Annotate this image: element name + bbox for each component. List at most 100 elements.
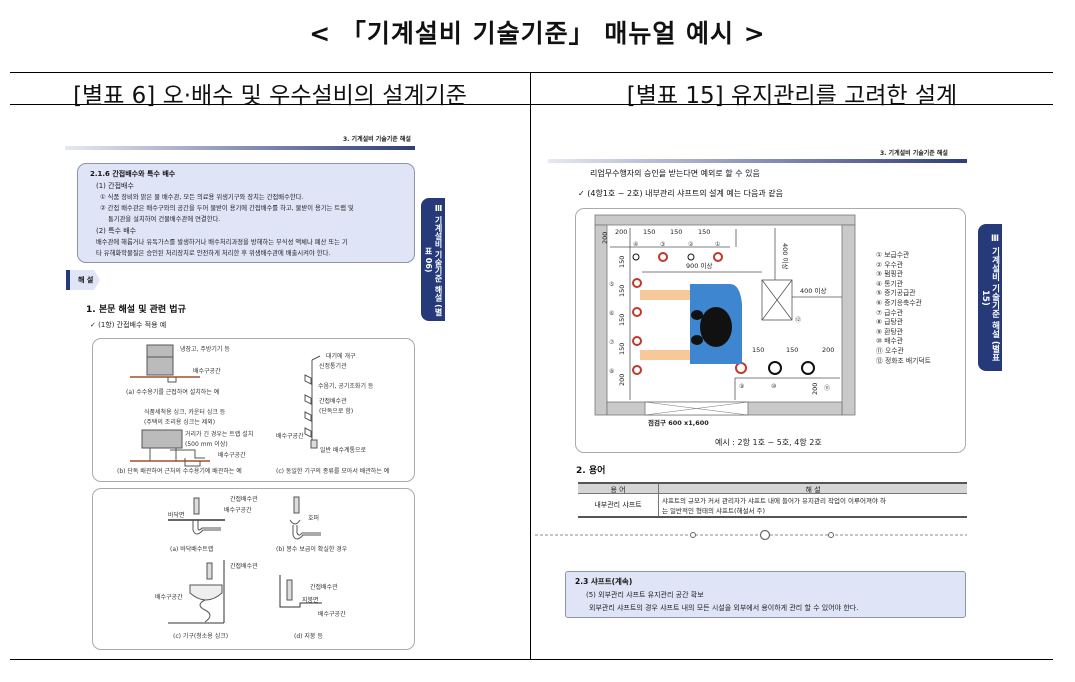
standard-box: 2.1.6 간접배수와 특수 배수 (1) 간접배수 ① 식품 장비와 맑은 물… xyxy=(77,163,415,263)
side-tab: Ⅲ 기계설비 기술기준 해설 (별표 15) xyxy=(978,224,1002,371)
column-header-right: [별표 15] 유지관리를 고려한 설계 xyxy=(626,83,958,109)
legend-item: ⑨ 환탕관 xyxy=(876,327,904,336)
terms-table: 용 어 해 설 내부관리 샤프트 샤프트의 규모가 커서 관리자가 샤프트 내에… xyxy=(578,482,967,518)
dim-label: 150 xyxy=(752,346,764,354)
legend-item: ④ 통기관 xyxy=(876,279,904,288)
fig-label: 호퍼 xyxy=(308,515,320,522)
dim-label: 150 xyxy=(618,256,626,268)
fig-label: 배수구공간 xyxy=(193,368,221,375)
fig-label: 간접배수관 xyxy=(319,398,347,405)
dim-label: 150 xyxy=(618,314,626,326)
fig-label: 배수구공간 xyxy=(318,611,346,618)
table-cell-desc: 샤프트의 규모가 커서 관리자가 샤프트 내에 들어가 유지관리 작업이 이루어… xyxy=(662,497,886,505)
table-cell-term: 내부관리 샤프트 xyxy=(594,501,642,509)
dim-label: 150 xyxy=(786,346,798,354)
legend-item: ⑪ 오수관 xyxy=(876,346,904,355)
legend-item: ⑧ 급탕관 xyxy=(876,318,904,327)
pipe-number: ④ xyxy=(633,241,638,248)
dim-label: 200 xyxy=(811,383,819,395)
figure-box-1 xyxy=(92,338,415,482)
legend-item: ② 우수관 xyxy=(876,260,904,269)
dim-label: 400 이상 xyxy=(800,286,826,295)
box-line: (5) 외부관리 샤프트 유지관리 공간 확보 xyxy=(586,591,704,599)
legend-item: ③ 펌핑관 xyxy=(876,270,904,279)
fig-label: 냉장고, 주방기기 등 xyxy=(180,346,230,353)
dim-label: 200 xyxy=(601,232,609,244)
diagram-box xyxy=(575,208,966,453)
fig-label: 대기에 개구 xyxy=(326,353,356,360)
dim-label: 200 xyxy=(618,374,626,386)
fig-label: (500 mm 이상) xyxy=(185,441,228,448)
section-title: 1. 본문 해설 및 관련 법규 xyxy=(86,305,186,315)
box-heading: 2.3 샤프트(계속) xyxy=(575,577,633,586)
pipe-number: ⑥ xyxy=(609,310,614,317)
fig-label: 신정통기관 xyxy=(319,363,347,370)
column-header-left: [별표 6] 오·배수 및 우수설비의 설계기준 xyxy=(73,83,467,109)
fig-label: (단독으로 함) xyxy=(319,408,354,415)
fig-label: 배수구공간 xyxy=(276,433,304,440)
box-line: 통기관을 설치하여 건물배수관에 연결한다. xyxy=(108,216,221,223)
legend-item: ⑥ 증기응축수관 xyxy=(876,298,922,307)
fig-caption: (c) 동일한 기구의 종류를 모아서 배관하는 예 xyxy=(276,468,390,475)
section-title: 2. 용어 xyxy=(576,466,606,476)
pipe-number: ⑨ xyxy=(739,383,744,390)
fig-label: 바닥면 xyxy=(168,512,185,519)
dim-label: 150 xyxy=(643,228,655,236)
pipe-number: ② xyxy=(688,241,694,248)
fig-label: 간접배수관 xyxy=(310,584,338,591)
fig-label: 배수구공간 xyxy=(224,507,252,514)
check-line: ✓ (1항) 간접배수 적용 예 xyxy=(90,321,167,329)
body-line: 리업무수행자의 승인을 받는다면 예외로 할 수 있음 xyxy=(590,169,760,178)
fig-caption: (c) 기구(청소용 싱크) xyxy=(173,633,229,640)
fig-label: 지붕면 xyxy=(302,597,319,604)
section-marker xyxy=(70,270,100,290)
legend-item: ⑦ 급수관 xyxy=(876,308,904,317)
header-bar xyxy=(65,146,415,150)
pipe-number: ⑦ xyxy=(609,339,615,346)
column-header: 해 설 xyxy=(805,486,821,494)
fig-label: 식품세척용 싱크, 카운터 싱크 등 xyxy=(144,409,226,416)
fig-caption: (b) 단독 배관하여 근처의 수수용기에 배관하는 예 xyxy=(117,468,242,475)
check-line: ✓ (4항1호 ~ 2호) 내부관리 샤프트의 설계 예는 다음과 같음 xyxy=(578,189,784,198)
table-header-border xyxy=(10,104,1053,105)
pipe-legend: ① 보급수관 ② 우수관 ③ 펌핑관 ④ 통기관 ⑤ 증기공급관 ⑥ 증기응축수… xyxy=(876,251,931,366)
side-tab: Ⅲ 기계설비 기술기준 해설 (별표 06) xyxy=(421,198,445,321)
figure-box-2 xyxy=(92,488,415,650)
pipe-number: ⑪ xyxy=(824,384,830,392)
table-cell-desc: 는 일반적인 형태의 샤프트(해설서 주) xyxy=(662,507,766,515)
table-bottom-border xyxy=(10,659,1053,660)
fig-label: 거리가 긴 경우는 트랩 설치 xyxy=(185,431,254,438)
dim-label: 150 xyxy=(698,228,710,236)
dim-label: 200 xyxy=(615,228,627,236)
dim-label: 900 이상 xyxy=(686,261,712,270)
box-line: ① 식품 장비와 맑은 물 배수관, 모든 의료용 위생기구와 장치는 간접배수… xyxy=(100,194,304,201)
fig-label: 간접배수관 xyxy=(230,563,258,570)
fig-label: 일반 배수계통으로 xyxy=(320,447,367,454)
box-line: 배수관에 해롭거나 유독가스를 발생하거나 배수처리과정을 방해하는 부식성 액… xyxy=(96,239,348,246)
box-line: ② 간접 배수관은 배수구와의 공간을 두어 물받이 용기에 간접배수를 하고,… xyxy=(100,205,354,212)
header-bar xyxy=(548,159,967,163)
legend-item: ① 보급수관 xyxy=(876,251,910,259)
standard-box: 2.3 샤프트(계속) (5) 외부관리 샤프트 유지관리 공간 확보 외부관리… xyxy=(565,571,966,618)
dim-label: 150 xyxy=(670,228,682,236)
hatch-label: 점검구 600 x1,600 xyxy=(648,418,709,427)
fig-caption: (d) 지붕 등 xyxy=(294,633,323,640)
legend-item: ⑤ 증기공급관 xyxy=(876,289,916,298)
fig-label: 간접배수관 xyxy=(230,496,258,503)
dim-label: 400 이상 xyxy=(781,243,790,269)
box-line: (2) 특수 배수 xyxy=(96,227,137,235)
column-header: 용 어 xyxy=(610,486,626,494)
table-top-border xyxy=(10,72,1053,73)
pipe-number: ⑤ xyxy=(609,281,614,288)
pipe-number: ① xyxy=(715,241,720,248)
legend-item: ⑩ 배수관 xyxy=(876,337,904,346)
page-title: < 「기계설비 기술기준」 매뉴얼 예시 > xyxy=(309,19,766,48)
dim-label: 150 xyxy=(618,343,626,355)
fig-label: 배수구공간 xyxy=(155,594,183,601)
terms-table-header xyxy=(578,484,967,494)
fig-caption: (a) 수수용기를 근접하여 설치하는 예 xyxy=(126,389,220,396)
column-separator xyxy=(658,484,659,516)
section-marker-bar xyxy=(66,270,70,290)
